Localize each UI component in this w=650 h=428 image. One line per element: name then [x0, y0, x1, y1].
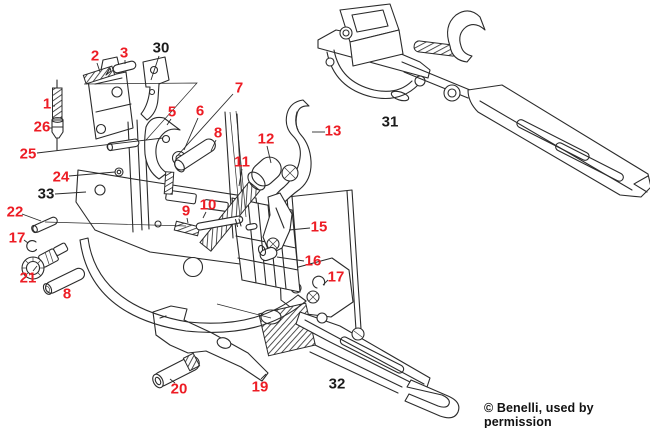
leader-line: [210, 139, 217, 152]
part-26-plunger-drawing: [51, 117, 64, 151]
leader-line: [229, 111, 241, 219]
leader-line: [36, 137, 164, 154]
leader-line: [177, 93, 234, 156]
leader-line: [216, 303, 272, 319]
leader-line: [166, 118, 172, 126]
part-21-safety-button-drawing: [21, 242, 69, 280]
leader-line: [186, 217, 189, 224]
leader-line: [322, 279, 329, 286]
leader-line: [96, 62, 101, 73]
leader-line: [21, 213, 42, 222]
leader-line: [235, 110, 247, 218]
part-17-circlip-left-drawing: [26, 239, 38, 253]
leader-line: [276, 256, 305, 262]
part-30-trigger-drawing: [140, 56, 170, 121]
part-10-pin-drawing: [195, 215, 258, 231]
part-3-pin-drawing: [105, 60, 137, 76]
part-9-spring-drawing: [173, 220, 201, 237]
leader-lines: [21, 55, 329, 384]
part-17-circlip-right-drawing: [312, 275, 326, 289]
copyright-credit: © Benelli, used by permission: [484, 401, 594, 428]
leader-line: [54, 191, 87, 195]
leader-line: [32, 265, 38, 272]
leader-line: [260, 373, 267, 380]
part-12-spring-cap-drawing: [247, 156, 282, 191]
leader-line: [68, 171, 116, 177]
part-7-plunger-spring-drawing: [163, 171, 175, 195]
part-22-pin-drawing: [31, 216, 58, 234]
leader-line: [150, 55, 160, 81]
part-16-bushing-drawing: [257, 244, 278, 262]
part-1-spring-drawing: [52, 79, 63, 119]
part-8-pin-upper-drawing: [174, 138, 216, 173]
part-19-latch-plate-drawing: [152, 305, 269, 382]
part-8-pin-lower-drawing: [42, 267, 86, 295]
leader-line: [238, 168, 243, 187]
leader-line: [288, 227, 311, 231]
part-20-bushing-drawing: [152, 352, 201, 389]
leader-line: [44, 221, 187, 227]
part-5-lever-drawing: [144, 116, 181, 180]
leader-line: [202, 211, 207, 219]
leader-line: [23, 239, 29, 244]
part-13-hammer-drawing: [271, 99, 312, 206]
part-33-trigger-guard-housing-drawing: [75, 56, 307, 333]
leader-line: [83, 82, 198, 141]
part-31-assembled-trigger-group-drawing: [317, 3, 650, 198]
leader-line: [169, 378, 176, 384]
leader-line: [183, 117, 199, 151]
leader-line: [266, 145, 272, 164]
